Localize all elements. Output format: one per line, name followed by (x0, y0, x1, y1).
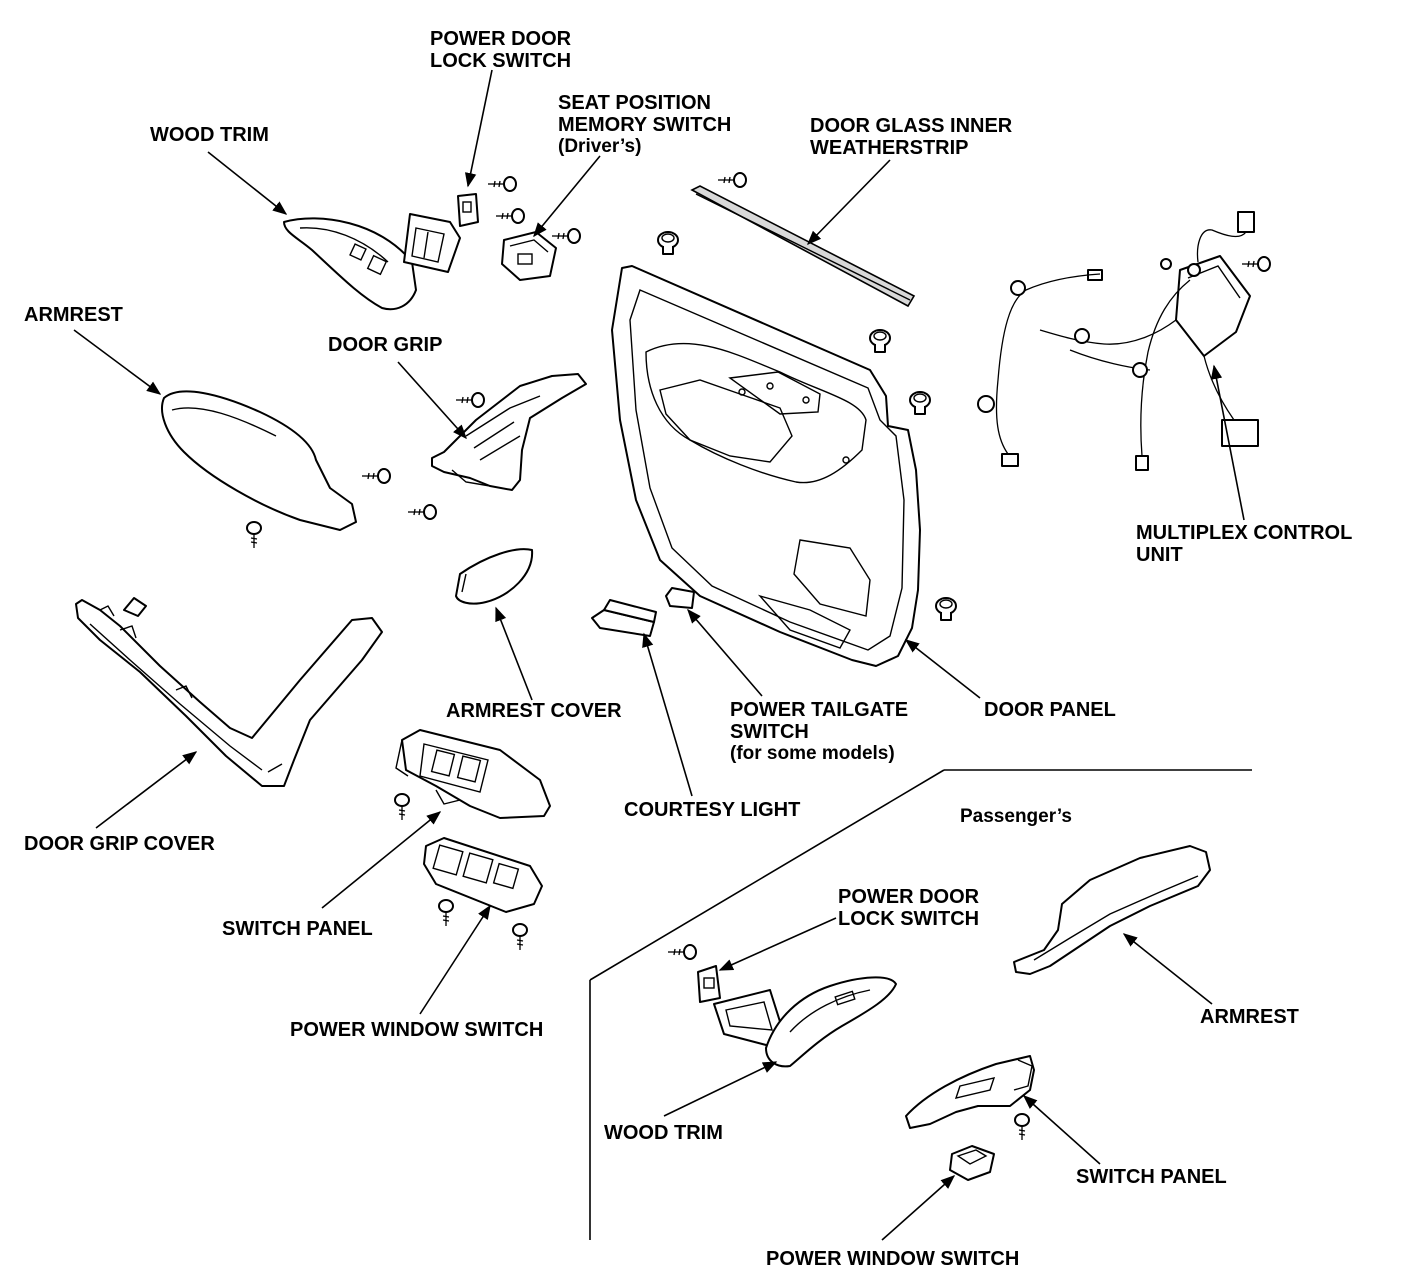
passengers-inset-frame (589, 769, 1252, 1240)
label-armrest-driver: ARMREST (24, 304, 123, 326)
label-wood-trim-driver: WOOD TRIM (150, 124, 269, 146)
label-power-door-lock-switch-passenger: POWER DOOR LOCK SWITCH (838, 886, 980, 930)
label-multiplex-control-unit: MULTIPLEX CONTROL UNIT (1136, 522, 1353, 566)
switch-panel-passenger-part (905, 1055, 1035, 1129)
armrest-cover-part (455, 548, 534, 605)
power-tailgate-switch-part (665, 587, 695, 609)
courtesy-light-part (591, 599, 657, 637)
label-seat-position-memory-switch: SEAT POSITION MEMORY SWITCH (Driver’s) (558, 92, 732, 157)
power-door-lock-switch-driver-part (403, 193, 479, 273)
switch-panel-driver-part (395, 729, 551, 819)
label-switch-panel-passenger: SWITCH PANEL (1076, 1166, 1227, 1188)
label-power-tailgate-switch: POWER TAILGATE SWITCH (for some models) (730, 699, 909, 764)
wood-trim-driver-part (283, 217, 417, 311)
seat-position-memory-switch-part (501, 231, 557, 281)
power-door-lock-switch-passenger-part (697, 965, 783, 1047)
door-grip-cover-part (75, 599, 383, 787)
label-door-panel: DOOR PANEL (984, 699, 1116, 721)
wood-trim-passenger-part (765, 976, 897, 1068)
armrest-passenger-part (1013, 845, 1211, 975)
label-power-door-lock-switch-driver: POWER DOOR LOCK SWITCH (430, 28, 572, 72)
armrest-driver-part (161, 390, 357, 531)
label-courtesy-light: COURTESY LIGHT (624, 799, 801, 821)
label-door-grip: DOOR GRIP (328, 334, 443, 356)
label-wood-trim-passenger: WOOD TRIM (604, 1122, 723, 1144)
door-grip-cover-clip-part (123, 597, 147, 617)
multiplex-control-unit-part (977, 211, 1259, 471)
label-power-window-switch-driver: POWER WINDOW SWITCH (290, 1019, 544, 1041)
label-door-glass-inner-weatherstrip: DOOR GLASS INNER WEATHERSTRIP (810, 115, 1013, 159)
door-grip-part (431, 373, 587, 491)
label-power-window-switch-passenger: POWER WINDOW SWITCH (766, 1248, 1020, 1270)
label-armrest-passenger: ARMREST (1200, 1006, 1299, 1028)
label-door-grip-cover: DOOR GRIP COVER (24, 833, 215, 855)
label-passengers: Passenger’s (960, 806, 1072, 827)
door-panel-part (611, 265, 921, 667)
power-window-switch-driver-part (423, 837, 543, 913)
leader-lines (73, 69, 1245, 1241)
label-armrest-cover: ARMREST COVER (446, 700, 622, 722)
label-switch-panel-driver: SWITCH PANEL (222, 918, 373, 940)
power-window-switch-passenger-part (949, 1145, 995, 1181)
door-glass-weatherstrip-part (690, 185, 916, 308)
